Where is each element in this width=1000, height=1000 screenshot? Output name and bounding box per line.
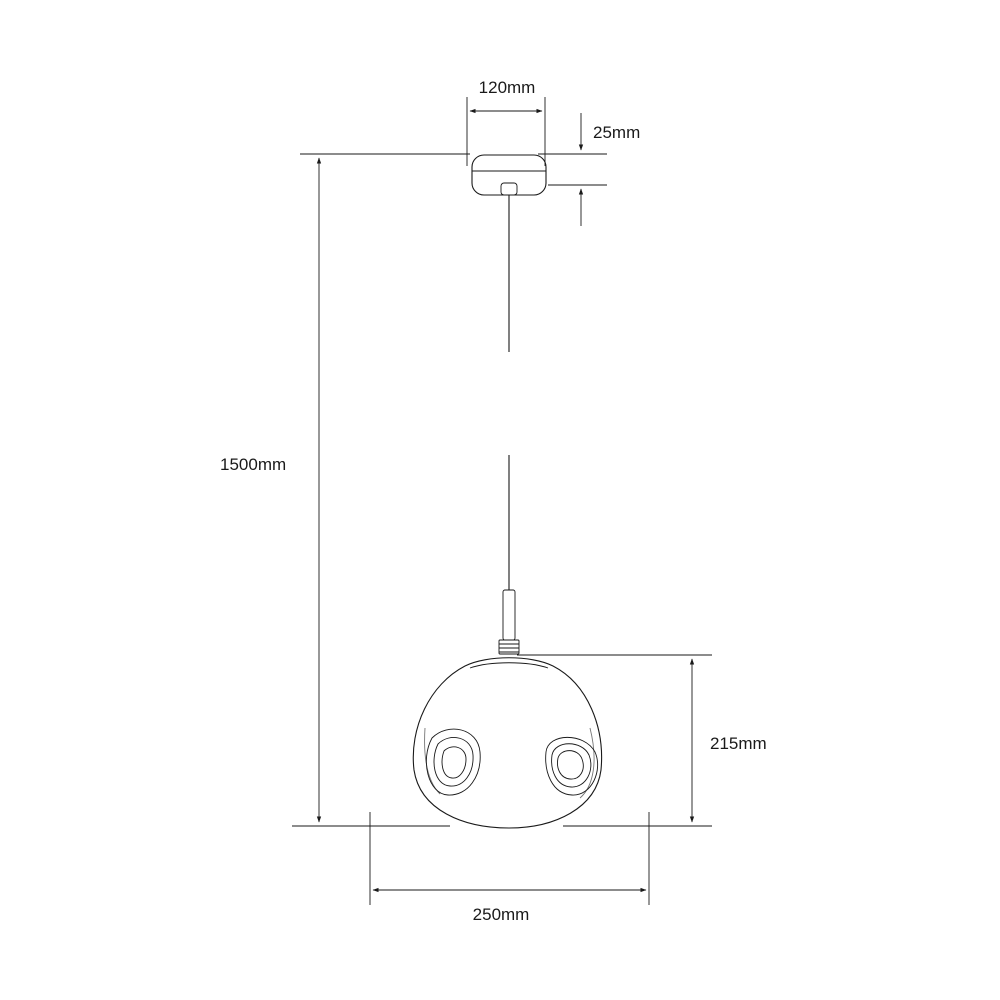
lamp-holder (498, 589, 520, 655)
shade-dimple-left (425, 728, 481, 796)
dimension-shade-height: 215mm (517, 654, 767, 827)
dimension-overall-drop: 1500mm (220, 157, 450, 827)
overall-drop-label: 1500mm (220, 455, 286, 474)
shade-width-label: 250mm (473, 905, 530, 924)
shade-dimple-right (545, 737, 599, 796)
shade-height-label: 215mm (710, 734, 767, 753)
ceiling-canopy (471, 154, 547, 205)
canopy-width-label: 120mm (479, 78, 536, 97)
glass-shade (412, 657, 603, 829)
dimension-canopy-width: 120mm (466, 78, 546, 166)
canopy-height-label: 25mm (593, 123, 640, 142)
dimension-canopy-height: 25mm (300, 113, 640, 226)
dimension-shade-width: 250mm (369, 812, 650, 924)
